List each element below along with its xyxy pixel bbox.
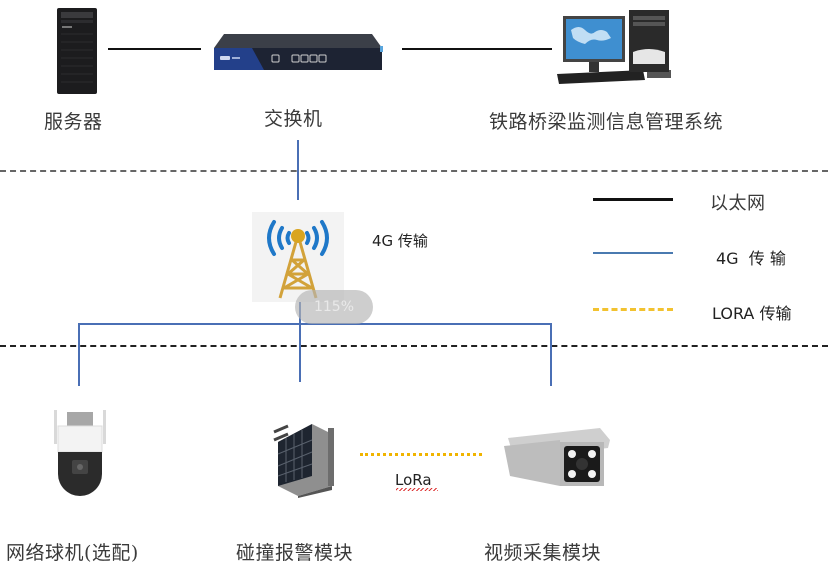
fourg-link-switch-tower xyxy=(297,140,299,200)
solar-alarm-module-icon xyxy=(273,424,334,498)
divider-top xyxy=(0,170,828,172)
legend-label-ethernet: 以太网 xyxy=(710,193,766,214)
ethernet-link-switch-system xyxy=(402,48,552,50)
legend: 以太网 4G 传 输 LORA 传输 xyxy=(590,180,828,330)
tower-node xyxy=(252,212,344,302)
legend-label-4g: 4G 传 输 xyxy=(716,245,786,269)
collision-module-node xyxy=(268,420,340,498)
video-module-node xyxy=(500,428,612,488)
server-node xyxy=(55,6,99,96)
switch-label: 交换机 xyxy=(264,108,323,130)
fourg-drop-video-module xyxy=(550,323,552,386)
zoom-level-badge: 115% xyxy=(295,290,373,324)
lora-link-label: LoRa xyxy=(395,471,432,489)
fourg-bus xyxy=(78,323,552,325)
system-label: 铁路桥梁监测信息管理系统 xyxy=(489,111,724,133)
server-label: 服务器 xyxy=(44,111,103,133)
spellcheck-underline xyxy=(396,488,438,491)
lora-link-label-wrap: LoRa xyxy=(395,471,432,489)
fourg-drop-dome-camera xyxy=(78,323,80,386)
system-node xyxy=(555,8,677,88)
network-switch-icon xyxy=(214,34,383,70)
fourg-link-tower-stem xyxy=(299,302,301,382)
legend-label-4g-text: 4G 传 输 xyxy=(716,249,786,268)
video-module-label: 视频采集模块 xyxy=(484,542,602,564)
legend-swatch-ethernet xyxy=(593,198,673,201)
tower-label-text: 4G 传输 xyxy=(372,232,428,250)
dome-camera-node xyxy=(50,408,110,508)
collision-module-label: 碰撞报警模块 xyxy=(236,542,354,564)
desktop-computer-icon xyxy=(557,10,671,84)
dome-camera-label: 网络球机(选配) xyxy=(6,542,139,564)
bullet-camera-icon xyxy=(504,428,610,486)
divider-bottom xyxy=(0,345,828,347)
legend-label-lora-text: LORA 传输 xyxy=(712,304,792,323)
ethernet-link-server-switch xyxy=(108,48,201,50)
cell-tower-icon xyxy=(267,220,329,299)
server-tower-icon xyxy=(57,8,97,94)
lora-link xyxy=(360,453,482,456)
legend-swatch-4g xyxy=(593,252,673,254)
tower-label: 4G 传输 xyxy=(372,230,428,251)
switch-node xyxy=(212,30,384,74)
dome-camera-icon xyxy=(54,410,106,496)
legend-label-lora: LORA 传输 xyxy=(712,300,791,324)
legend-swatch-lora xyxy=(593,308,673,311)
